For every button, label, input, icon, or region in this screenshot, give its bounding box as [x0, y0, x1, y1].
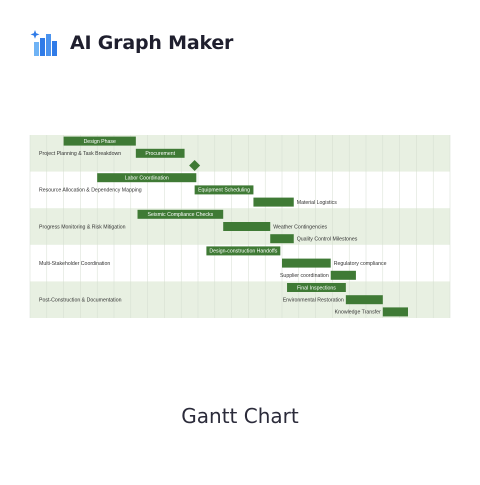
task-bar	[194, 185, 254, 195]
bar-chart-sparkle-icon	[30, 30, 57, 56]
task-bar	[206, 246, 281, 256]
milestone-marker	[189, 160, 201, 171]
group-label: Resource Allocation & Dependency Mapping	[39, 188, 142, 194]
task-bar	[137, 209, 224, 219]
group-label: Project Planning & Task Breakdown	[39, 151, 121, 157]
task-label: Weather Contingencies	[273, 224, 327, 230]
brand-header: AI Graph Maker	[30, 28, 233, 58]
task-label: Design Phase	[84, 139, 116, 145]
task-bar	[287, 283, 346, 292]
task-label: Procurement	[145, 151, 175, 157]
task-bar	[253, 197, 294, 207]
task-label: Final Inspections	[297, 285, 336, 291]
group-label: Progress Monitoring & Risk Mitigation	[39, 224, 126, 230]
task-bar	[97, 173, 197, 183]
task-bar	[345, 295, 383, 305]
task-bar	[135, 148, 185, 158]
task-label: Material Logistics	[297, 200, 337, 206]
brand-name: AI Graph Maker	[70, 32, 234, 54]
task-bar	[330, 270, 356, 280]
task-label: Labor Coordination	[125, 176, 169, 182]
task-label: Seismic Compliance Checks	[147, 212, 213, 218]
chart-caption: Gantt Chart	[181, 404, 299, 428]
task-bar	[282, 258, 331, 268]
task-label: Knowledge Transfer	[335, 310, 381, 316]
task-bar	[382, 307, 408, 317]
task-bar	[223, 222, 271, 231]
task-bar	[270, 234, 294, 244]
task-label: Quality Control Milestones	[297, 237, 358, 243]
task-label: Equipment Scheduling	[198, 188, 250, 194]
group-label: Multi-Stakeholder Coordination	[39, 261, 110, 267]
task-label: Design-construction Handoffs	[209, 249, 277, 255]
task-bar	[63, 136, 136, 146]
task-label: Regulatory compliance	[334, 261, 387, 267]
task-label: Supplier coordination	[280, 273, 329, 279]
task-label: Environmental Restoration	[283, 298, 344, 304]
group-label: Post-Construction & Documentation	[39, 298, 122, 304]
